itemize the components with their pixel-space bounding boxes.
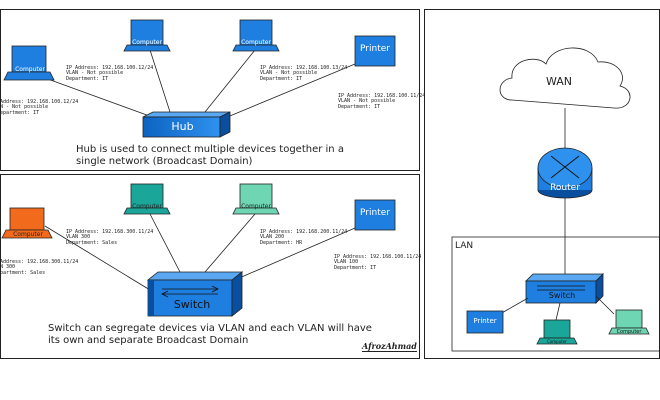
computer-icon <box>608 309 650 335</box>
printer-icon <box>354 199 396 231</box>
switch-device <box>146 271 244 317</box>
switch-device <box>525 273 604 304</box>
computer-label: Computer <box>132 39 162 46</box>
author-signature: AfrozAhmad <box>362 341 417 353</box>
computer-label: Computer <box>547 339 567 344</box>
lan-label: LAN <box>455 241 474 251</box>
computer-icon <box>123 183 171 215</box>
computer-label: Computer <box>132 203 162 210</box>
switch-caption: Switch can segregate devices via VLAN an… <box>48 323 372 346</box>
switch-links <box>44 213 356 291</box>
printer-icon <box>466 310 504 334</box>
computer-icon <box>232 183 280 215</box>
cloud-icon <box>499 47 631 109</box>
computer-label: Computer <box>241 203 271 210</box>
wan-label: WAN <box>546 75 573 88</box>
printer-icon <box>354 35 396 67</box>
computer-label: Computer <box>241 39 271 46</box>
computer-icon <box>1 207 53 239</box>
hub-panel <box>0 9 420 171</box>
printer-label: Printer <box>473 317 497 325</box>
computer-label: Computer <box>616 329 642 335</box>
computer-icon <box>232 19 280 52</box>
printer-label: Printer <box>360 44 390 54</box>
hub-caption: Hub is used to connect multiple devices … <box>76 144 344 167</box>
hub-label: Hub <box>171 120 194 133</box>
router-label: Router <box>550 183 580 193</box>
computer-label: Computer <box>13 231 43 238</box>
switch-label: Switch <box>548 291 576 300</box>
computer-icon <box>536 319 578 345</box>
hub-links <box>44 49 356 119</box>
computer-icon <box>3 45 55 81</box>
computer-label: Computer <box>15 66 45 73</box>
router-icon <box>537 147 593 199</box>
hub-device <box>142 111 231 138</box>
printer-label: Printer <box>360 208 390 218</box>
switch-label: Switch <box>173 298 211 311</box>
computer-icon <box>123 19 171 52</box>
lan-box <box>451 236 660 352</box>
